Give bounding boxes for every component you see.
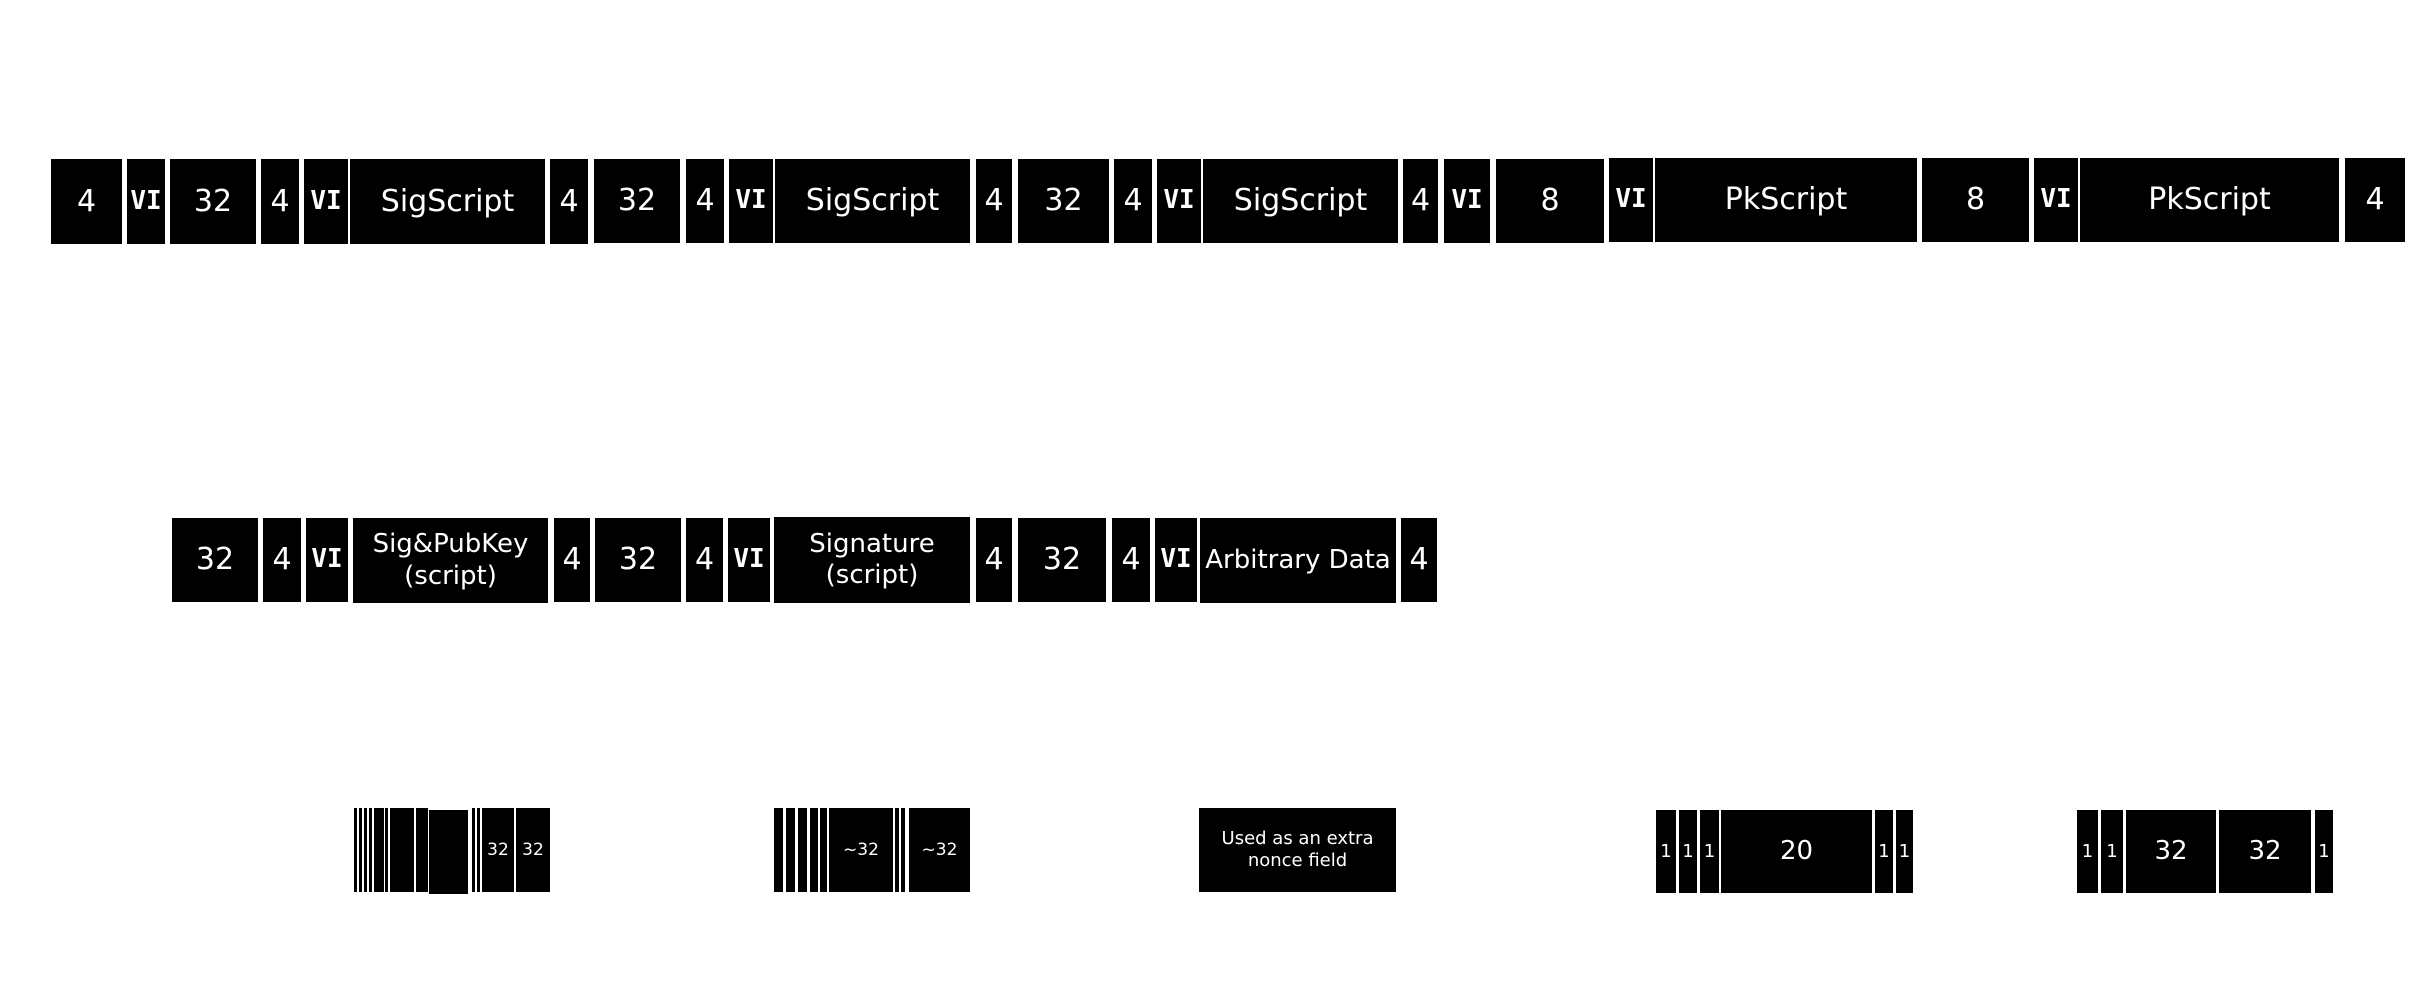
pkscript-byte: 1: [2101, 810, 2123, 893]
field-prev-index: 4: [1112, 518, 1150, 602]
pkscript-key-part: 32: [2219, 810, 2311, 893]
field-prev-hash: 32: [170, 159, 256, 244]
script-byte: [374, 808, 384, 892]
script-byte: [820, 808, 827, 892]
field-prev-hash: 32: [1018, 159, 1109, 243]
field-prev-index: 4: [261, 159, 299, 244]
script-signature-part: ~32: [829, 808, 893, 892]
field-prev-hash: 32: [1018, 518, 1106, 602]
script-byte: [364, 808, 367, 892]
field-prev-hash: 32: [594, 159, 680, 243]
field-sequence: 4: [976, 159, 1012, 243]
pkscript-byte: 1: [1656, 810, 1676, 893]
pkscript-byte: 1: [2315, 810, 2333, 893]
field-prev-index: 4: [263, 518, 301, 602]
script-signature-part: ~32: [909, 808, 970, 892]
field-varint: VI: [304, 159, 348, 244]
field-sigscript: SigScript: [775, 159, 970, 243]
field-sigscript: SigScript: [350, 159, 545, 244]
pkscript-byte: 1: [1700, 810, 1719, 893]
field-sigscript: SigScript: [1203, 159, 1398, 243]
field-prev-hash: 32: [595, 518, 681, 602]
nonce-note: Used as an extra nonce field: [1199, 808, 1396, 892]
field-varint: VI: [1155, 518, 1197, 602]
script-byte: [786, 808, 795, 892]
script-byte: [354, 808, 357, 892]
field-version: 4: [51, 159, 122, 244]
field-prev-index: 4: [686, 518, 723, 602]
field-varint: VI: [127, 159, 165, 244]
pkscript-byte: 1: [1679, 810, 1697, 893]
script-byte: [369, 808, 372, 892]
pkscript-hash: 20: [1721, 810, 1872, 893]
field-prev-index: 4: [1114, 159, 1152, 243]
field-varint: VI: [1444, 159, 1490, 243]
script-byte: [472, 808, 475, 892]
field-varint: VI: [2034, 158, 2078, 242]
field-pkscript: PkScript: [2080, 158, 2339, 242]
script-byte: [895, 808, 899, 892]
script-byte: [416, 808, 428, 892]
field-locktime: 4: [2345, 158, 2405, 242]
script-byte: [774, 808, 783, 892]
pkscript-byte: 1: [1875, 810, 1893, 893]
field-varint: VI: [306, 518, 348, 602]
field-sequence: 4: [554, 518, 590, 602]
field-sequence: 4: [976, 518, 1012, 602]
script-byte: [385, 808, 388, 892]
script-pubkey-hash-part: 32: [482, 808, 514, 892]
script-byte: [901, 808, 905, 892]
field-sequence: 4: [1401, 518, 1437, 602]
field-value: 8: [1496, 159, 1604, 243]
script-byte: [798, 808, 807, 892]
field-signature-script: Signature (script): [774, 517, 970, 603]
field-sequence: 4: [550, 159, 588, 244]
pkscript-byte: 1: [1896, 810, 1913, 893]
pkscript-key-part: 32: [2126, 810, 2216, 893]
script-byte: [390, 808, 414, 892]
field-arbitrary-data: Arbitrary Data: [1200, 518, 1396, 603]
field-varint: VI: [1609, 158, 1653, 242]
field-varint: VI: [728, 518, 770, 602]
script-byte: [359, 808, 362, 892]
field-prev-index: 4: [686, 159, 724, 243]
field-varint: VI: [1157, 159, 1201, 243]
field-pkscript: PkScript: [1655, 158, 1917, 242]
script-byte: [810, 808, 818, 892]
field-prev-hash: 32: [172, 518, 258, 602]
field-sequence: 4: [1403, 159, 1438, 243]
pkscript-byte: 1: [2077, 810, 2098, 893]
field-value: 8: [1922, 158, 2029, 242]
field-sig-pubkey-script: Sig&PubKey (script): [353, 518, 548, 603]
script-pubkey-hash-part: 32: [516, 808, 550, 892]
field-varint: VI: [729, 159, 773, 243]
script-byte: [429, 810, 468, 894]
script-byte: [477, 808, 480, 892]
